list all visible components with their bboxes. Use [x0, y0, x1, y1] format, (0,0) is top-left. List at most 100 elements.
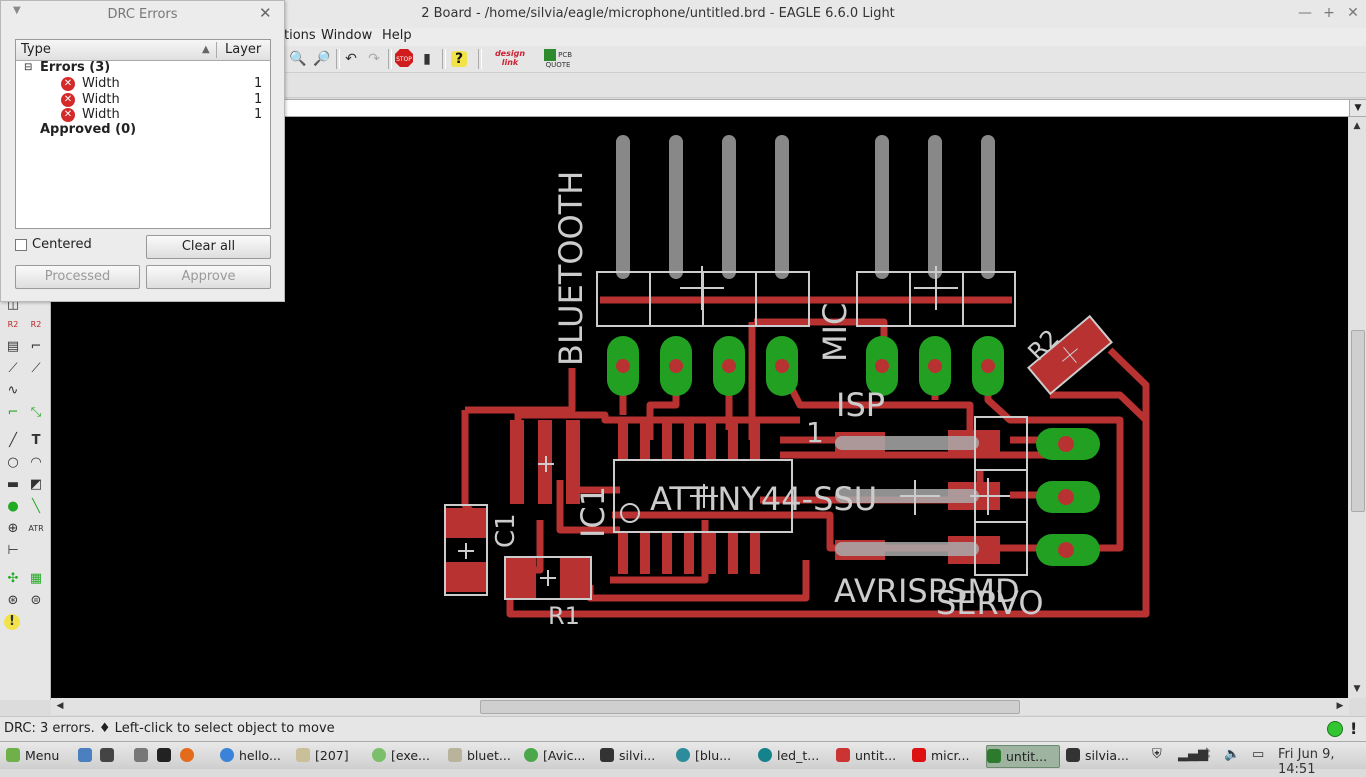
task-blu[interactable]: [blu...	[676, 745, 754, 766]
meander-tool-icon[interactable]: ∿	[7, 383, 19, 398]
column-type[interactable]: Type	[21, 42, 51, 57]
ripup-tool-icon[interactable]: ⤡	[30, 405, 42, 420]
maximize-button[interactable]: +	[1323, 5, 1335, 21]
go-icon[interactable]: ▮	[423, 51, 431, 67]
zoom-out-icon[interactable]: 🔍	[289, 51, 307, 67]
menu-help[interactable]: Help	[382, 28, 412, 43]
ratsnest-tool-icon[interactable]: ✣	[7, 571, 19, 586]
processed-button[interactable]: Processed	[15, 265, 140, 289]
menu-window[interactable]: Window	[321, 28, 373, 43]
label-servo: SERVO	[936, 584, 1044, 622]
polygon-tool-icon[interactable]: ◩	[29, 477, 43, 492]
stop-icon[interactable]: STOP	[394, 49, 414, 69]
dialog-close-icon[interactable]: ✕	[259, 4, 272, 22]
miter-tool-icon[interactable]: ⌐	[30, 339, 42, 354]
task-untitled-brd[interactable]: untit...	[986, 745, 1060, 768]
erc-tool-icon[interactable]: ⊛	[7, 593, 19, 608]
horizontal-scroll-thumb[interactable]	[480, 700, 1020, 714]
dialog-menu-icon[interactable]: ▼	[13, 5, 21, 16]
task-label: [exe...	[391, 748, 430, 763]
close-window-button[interactable]: ✕	[1347, 5, 1359, 21]
clock[interactable]: Fri Jun 9, 14:51	[1278, 747, 1335, 777]
collapse-icon[interactable]: ⊟	[24, 62, 33, 73]
error-type[interactable]: Width	[82, 92, 120, 107]
rect-tool-icon[interactable]: ▬	[6, 477, 20, 492]
task-untitled-sch[interactable]: untit...	[836, 745, 908, 766]
task-led[interactable]: led_t...	[758, 745, 832, 766]
route-tool-icon[interactable]: ⌐	[7, 405, 19, 420]
status-led-icon	[1327, 721, 1343, 737]
signal-tool-icon[interactable]: ╲	[32, 499, 40, 514]
scroll-up-icon[interactable]: ▲	[1353, 121, 1361, 131]
vertical-scroll-thumb[interactable]	[1351, 330, 1365, 512]
split-tool-icon[interactable]: ⟋	[8, 361, 18, 376]
header-pins-graphic	[616, 135, 995, 279]
error-type[interactable]: Width	[82, 76, 120, 91]
toolbar-separator	[478, 49, 482, 69]
errors-tool-icon[interactable]: !	[4, 614, 20, 630]
task-label: silvia...	[1085, 748, 1129, 763]
scroll-down-icon[interactable]: ▼	[1353, 684, 1361, 694]
design-link-icon[interactable]: design link	[494, 49, 526, 67]
scroll-left-icon[interactable]: ◀	[56, 701, 64, 711]
terminal-launcher-icon[interactable]	[100, 745, 120, 766]
error-indicator-icon[interactable]: !	[1350, 719, 1358, 738]
arc-tool-icon[interactable]: ◠	[30, 455, 42, 470]
error-type[interactable]: Width	[82, 107, 120, 122]
command-history-dropdown-icon[interactable]: ▼	[1349, 99, 1366, 117]
errors-group[interactable]: Errors (3)	[40, 60, 111, 75]
files-launcher-icon[interactable]	[134, 745, 154, 766]
task-label: [Avic...	[543, 748, 586, 763]
minimize-button[interactable]: —	[1298, 5, 1312, 21]
redo-icon[interactable]: ↷	[368, 51, 380, 67]
start-menu-button[interactable]: Menu	[6, 745, 59, 766]
hole-tool-icon[interactable]: ⊕	[7, 521, 19, 536]
battery-icon[interactable]: ▭	[1252, 747, 1265, 762]
centered-checkbox[interactable]	[15, 239, 27, 251]
drc-tree[interactable]: Type ▲ Layer ⊟ Errors (3) ✕ Width 1 ✕ Wi…	[15, 39, 271, 229]
error-layer: 1	[254, 107, 263, 122]
task-folder-207[interactable]: [207]	[296, 745, 368, 766]
dimension-tool-icon[interactable]: ⊢	[7, 543, 19, 558]
menu-options[interactable]: tions	[284, 28, 316, 43]
task-terminal-silvia-2[interactable]: silvia...	[1066, 745, 1138, 766]
optimize-tool-icon[interactable]: ⟋	[31, 361, 41, 376]
attribute-tool-icon[interactable]: ATR	[28, 524, 44, 533]
autorouter-tool-icon[interactable]: ▦	[29, 571, 43, 586]
drc-tool-icon[interactable]: ⊜	[30, 593, 42, 608]
firefox-launcher-icon[interactable]	[180, 745, 200, 766]
scroll-right-icon[interactable]: ▶	[1336, 701, 1344, 711]
zoom-select-icon[interactable]: 🔎	[313, 51, 331, 67]
task-label: bluet...	[467, 748, 511, 763]
volume-icon[interactable]: 🔈	[1224, 747, 1241, 762]
status-text: DRC: 3 errors. ♦ Left-click to select ob…	[4, 721, 335, 736]
clear-all-button[interactable]: Clear all	[146, 235, 271, 259]
task-terminal-silvia[interactable]: silvi...	[600, 745, 672, 766]
error-layer: 1	[254, 92, 263, 107]
circle-tool-icon[interactable]: ○	[7, 455, 19, 470]
via-tool-icon[interactable]: ●	[7, 499, 19, 514]
task-avic[interactable]: [Avic...	[524, 745, 596, 766]
shield-icon[interactable]: ⛨	[1152, 747, 1162, 762]
task-bluetooth-folder[interactable]: bluet...	[448, 745, 520, 766]
smash-tool-icon[interactable]: ▤	[6, 339, 20, 354]
approve-button[interactable]: Approve	[146, 265, 271, 289]
pcb-quote-icon[interactable]: PCB QUOTE	[538, 49, 578, 69]
task-exe[interactable]: [exe...	[372, 745, 444, 766]
wire-tool-icon[interactable]: ╱	[9, 433, 17, 448]
help-icon[interactable]: ?	[451, 51, 467, 67]
value-tool-icon[interactable]: R2	[30, 320, 42, 329]
column-layer[interactable]: Layer	[225, 42, 262, 57]
shell-launcher-icon[interactable]	[157, 745, 177, 766]
approved-group[interactable]: Approved (0)	[40, 122, 137, 137]
show-desktop-icon[interactable]	[78, 745, 98, 766]
text-tool-icon[interactable]: T	[31, 433, 41, 448]
label-r1: R1	[548, 602, 580, 630]
network-icon[interactable]: ▂▄▆	[1178, 747, 1208, 762]
label-mic: MIC	[816, 303, 854, 362]
name-tool-icon[interactable]: R2	[7, 320, 19, 329]
bluetooth-icon[interactable]: ᛒ	[1204, 747, 1212, 762]
undo-icon[interactable]: ↶	[345, 51, 357, 67]
task-chrome[interactable]: hello...	[220, 745, 292, 766]
task-microphone[interactable]: micr...	[912, 745, 984, 766]
